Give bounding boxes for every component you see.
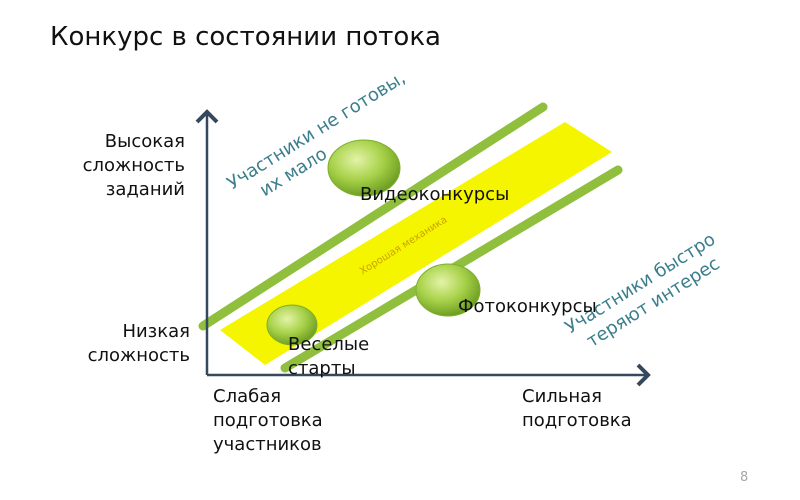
flow-band xyxy=(220,122,612,365)
fun-starts-label: Веселые старты xyxy=(288,333,369,381)
x-weak-label: Слабая подготовка участников xyxy=(213,385,323,457)
page-number: 8 xyxy=(740,470,749,485)
photo-contest-bubble xyxy=(415,263,481,317)
fun-starts-line2: старты xyxy=(288,358,356,379)
x-strong-line2: подготовка xyxy=(522,410,632,431)
y-low-line1: Низкая xyxy=(122,321,190,342)
page-title: Конкурс в состоянии потока xyxy=(50,22,441,52)
photo-contest-label: Фотоконкурсы xyxy=(458,296,597,317)
x-weak-line2: подготовка xyxy=(213,410,323,431)
x-strong-label: Сильная подготовка xyxy=(522,385,632,433)
lower-zone-label: Участники быстро теряют интерес xyxy=(562,226,737,358)
video-contest-bubble xyxy=(327,139,401,197)
y-high-line1: Высокая xyxy=(104,131,185,152)
y-high-line3: заданий xyxy=(105,179,185,200)
upper-boundary-line xyxy=(198,102,548,331)
y-low-label: Низкая сложность xyxy=(88,320,190,368)
y-high-line2: сложность xyxy=(82,155,185,176)
y-low-line2: сложность xyxy=(87,345,190,366)
fun-starts-bubble xyxy=(266,304,318,346)
y-high-label: Высокая сложность заданий xyxy=(83,130,185,202)
x-weak-line1: Слабая xyxy=(213,386,282,407)
x-weak-line3: участников xyxy=(213,434,322,455)
fun-starts-line1: Веселые xyxy=(288,334,370,355)
x-strong-line1: Сильная xyxy=(522,386,603,407)
video-contest-label: Видеоконкурсы xyxy=(360,184,510,205)
